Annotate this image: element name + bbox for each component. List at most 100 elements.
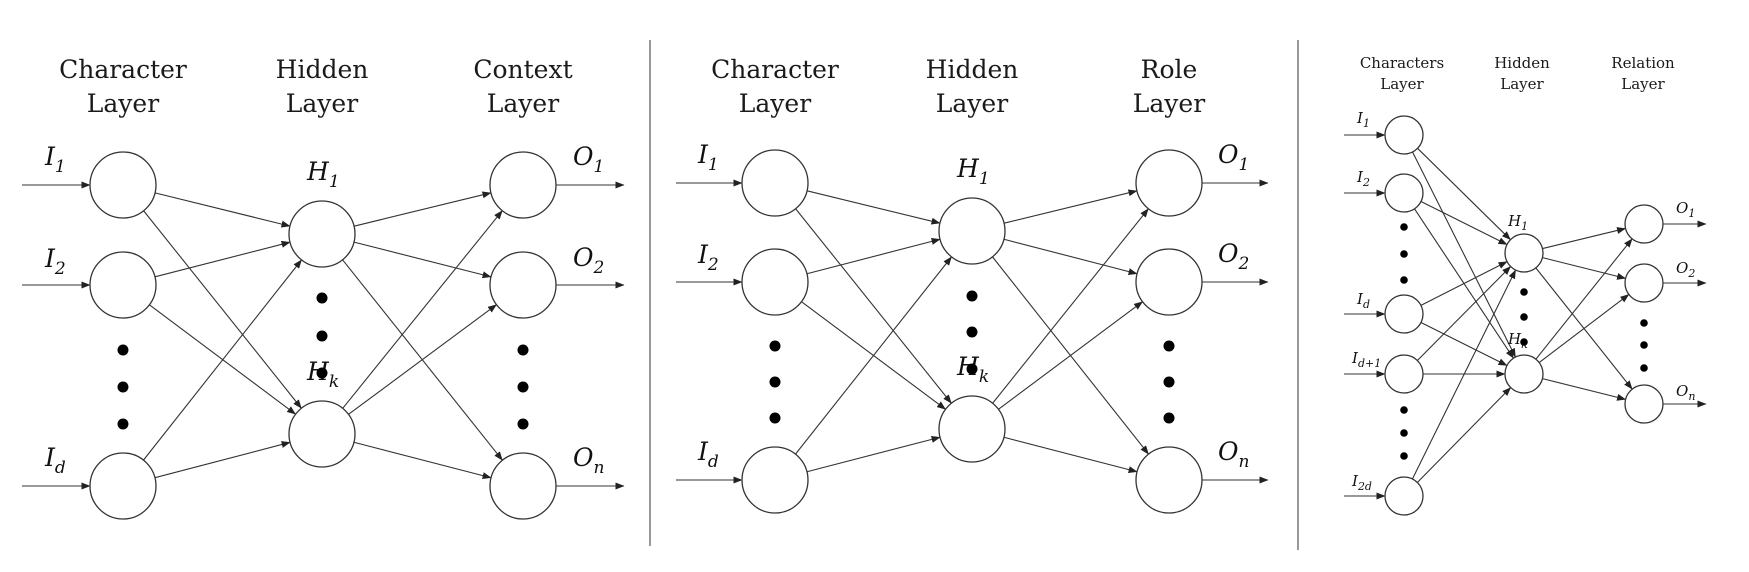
input-node [89,251,157,319]
input-hidden-edge [143,210,302,409]
hidden-layer-header: Hidden [1494,54,1550,72]
input-node [1384,294,1424,334]
hidden-node [1504,354,1544,394]
output-layer-header: Layer [487,89,559,118]
output-label: On [1676,382,1695,403]
hidden-node [1504,233,1544,273]
input-hidden-edge [143,259,302,461]
output-layer-header: Layer [1133,89,1205,118]
input-hidden-edge [154,192,291,228]
hidden-ellipsis-dot [966,363,978,375]
input-label: I2d [1351,472,1372,493]
output-label: On [573,443,604,478]
input-hidden-edge [806,190,941,225]
output-layer-header: Context [473,55,572,84]
output-ellipsis-dot [1163,412,1175,424]
output-label: O2 [573,243,604,278]
input-layer-header: Layer [739,89,811,118]
hidden-layer-header: Layer [286,89,358,118]
output-node [489,251,557,319]
hidden-node [938,395,1006,463]
hidden-ellipsis-dot [1520,338,1528,346]
input-layer-header: Characters [1360,54,1444,72]
hidden-output-edge [1542,378,1627,401]
output-ellipsis-dot [517,418,529,430]
input-ellipsis-dot [117,381,129,393]
input-hidden-edge [795,208,952,404]
hidden-layer-header: Hidden [926,55,1019,84]
output-label: O1 [573,142,604,177]
hidden-output-edge [998,301,1143,410]
input-ellipsis-dot [1400,276,1408,284]
input-hidden-edge [795,256,952,455]
input-layer-header: Character [59,55,187,84]
input-node [741,248,809,316]
input-hidden-edge [1416,266,1512,361]
output-ellipsis-dot [1640,319,1648,327]
network-panel-3: CharactersLayerHiddenLayerRelationLayerI… [1344,54,1707,516]
hidden-output-edge [992,208,1149,404]
hidden-label: H1 [956,154,990,189]
input-layer-header: Layer [87,89,159,118]
hidden-node [288,200,356,268]
hidden-layer-header: Layer [1500,75,1544,93]
input-node [741,446,809,514]
hidden-output-edge [353,191,492,227]
input-ellipsis-dot [117,418,129,430]
output-ellipsis-dot [1163,340,1175,352]
input-node [89,151,157,219]
input-label: I1 [44,142,66,177]
output-layer-header: Relation [1611,54,1675,72]
input-hidden-edge [1417,147,1511,241]
output-node [1135,446,1203,514]
hidden-ellipsis-dot [316,330,328,342]
hidden-label: H1 [306,157,340,192]
input-label: Id+1 [1351,349,1381,370]
output-label: O2 [1676,259,1695,280]
input-ellipsis-dot [117,344,129,356]
input-node [89,452,157,520]
input-hidden-edge [806,238,941,275]
output-ellipsis-dot [1640,364,1648,372]
input-ellipsis-dot [1400,250,1408,258]
input-ellipsis-dot [1400,429,1408,437]
hidden-output-edge [1003,436,1138,473]
input-label: I2 [1356,168,1370,189]
output-label: O2 [1218,239,1249,274]
output-node [489,151,557,219]
input-label: Id [44,443,66,478]
hidden-layer-header: Hidden [276,55,369,84]
output-node [1624,204,1664,244]
input-label: I2 [697,240,719,275]
input-hidden-edge [806,436,941,473]
output-ellipsis-dot [1163,376,1175,388]
hidden-ellipsis-dot [316,367,328,379]
input-node [1384,115,1424,155]
hidden-output-edge [1538,294,1630,363]
input-ellipsis-dot [1400,223,1408,231]
input-hidden-edge [1416,387,1512,483]
input-ellipsis-dot [769,340,781,352]
output-node [1135,149,1203,217]
hidden-output-edge [1542,257,1627,280]
input-label: I1 [1356,109,1370,130]
input-hidden-edge [1412,151,1516,358]
output-label: On [1218,437,1249,472]
hidden-label: H1 [1507,212,1528,233]
input-node [1384,476,1424,516]
input-node [1384,354,1424,394]
input-ellipsis-dot [769,376,781,388]
hidden-ellipsis-dot [1520,313,1528,321]
output-node [1135,248,1203,316]
hidden-ellipsis-dot [966,326,978,338]
input-ellipsis-dot [1400,452,1408,460]
output-node [489,452,557,520]
hidden-output-edge [1003,189,1138,224]
output-layer-header: Role [1141,55,1198,84]
output-label: O1 [1676,199,1695,220]
input-hidden-edge [154,240,291,278]
hidden-output-edge [348,304,497,415]
input-node [741,149,809,217]
hidden-output-edge [353,441,492,479]
